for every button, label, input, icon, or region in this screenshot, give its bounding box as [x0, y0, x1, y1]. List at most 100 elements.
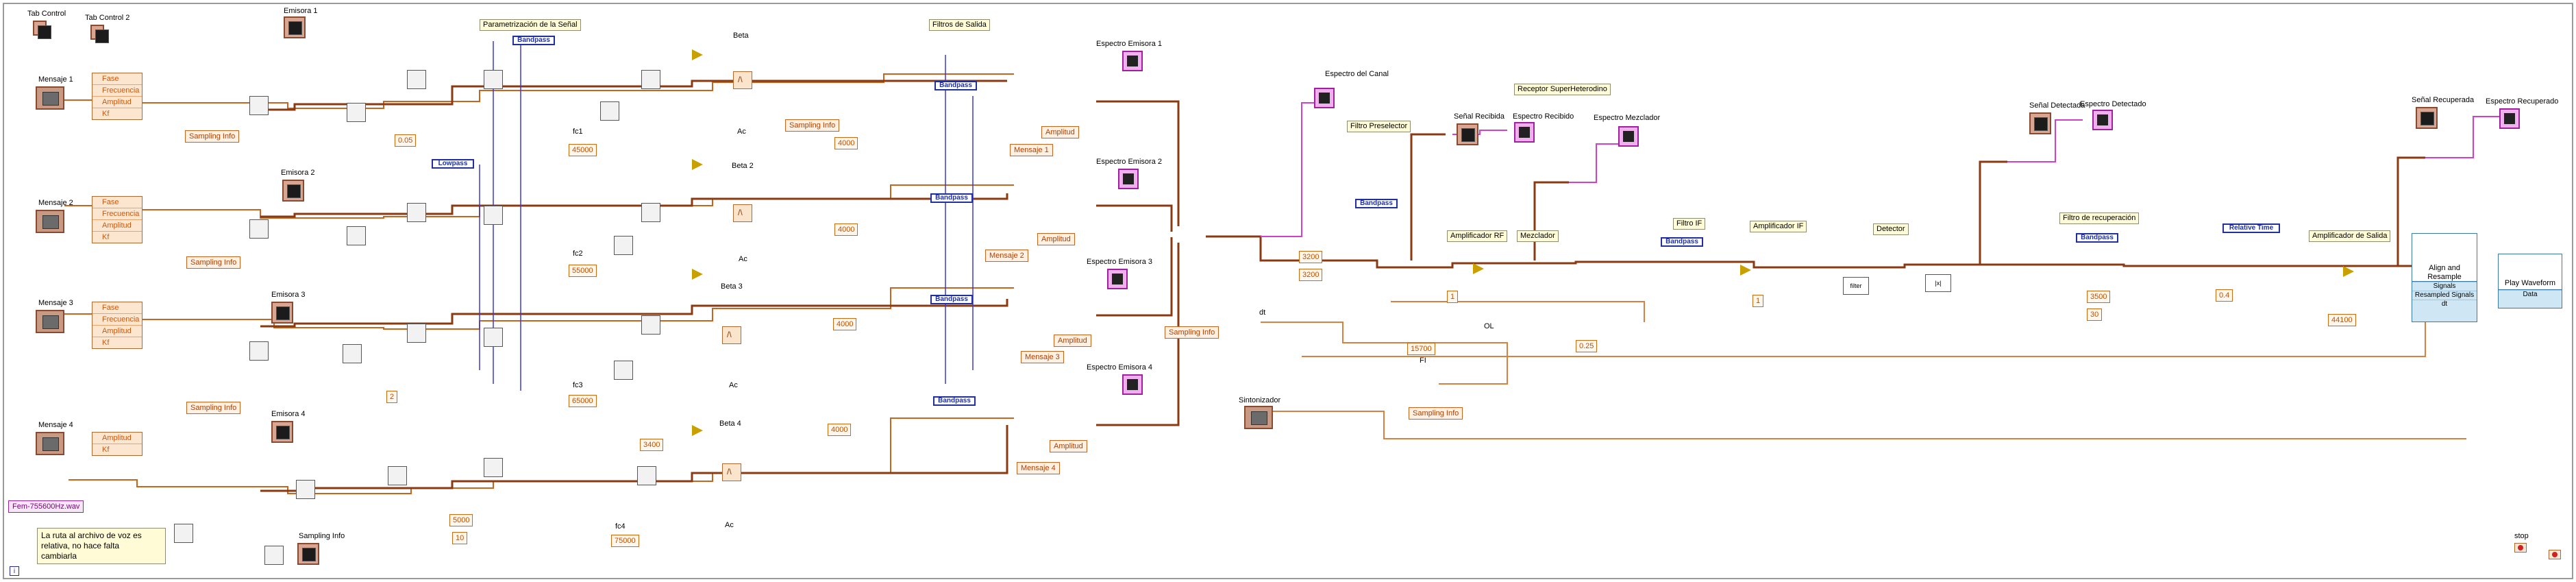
sampling-info-ref-4[interactable]: Sampling Info: [785, 119, 839, 132]
sampling-info-ref-6[interactable]: Sampling Info: [1409, 407, 1463, 420]
amplitud-ref-3[interactable]: Amplitud: [1054, 335, 1091, 347]
tab-control-2-terminal[interactable]: [90, 25, 104, 40]
message-1-control[interactable]: [36, 86, 64, 110]
emitter-1-graph[interactable]: [284, 16, 306, 38]
filter-type-bandpass-if[interactable]: Bandpass: [1661, 237, 1703, 247]
vi-block[interactable]: [637, 466, 656, 485]
vi-block[interactable]: [264, 546, 284, 565]
align-resample-vi[interactable]: Align and Resample Signals Resampled Sig…: [2412, 233, 2477, 322]
const-75000[interactable]: 75000: [611, 535, 639, 547]
const-04[interactable]: 0.4: [2216, 289, 2233, 302]
recovered-signal-graph[interactable]: [2416, 107, 2438, 129]
const-1[interactable]: 1: [1447, 291, 1458, 303]
stop-button[interactable]: [2514, 543, 2527, 553]
beta-3-block[interactable]: [722, 326, 741, 344]
filter-type-bandpass-recovery[interactable]: Bandpass: [2076, 233, 2118, 243]
beta-2-block[interactable]: [733, 204, 752, 222]
const-15700[interactable]: 15700: [1407, 343, 1435, 355]
vi-block[interactable]: [407, 203, 426, 222]
amplitud-ref-1[interactable]: Amplitud: [1041, 126, 1079, 138]
vi-block[interactable]: [641, 315, 660, 335]
abs-node[interactable]: |x|: [1925, 274, 1951, 292]
emitter-2-graph[interactable]: [282, 180, 304, 202]
recovered-spectrum-graph[interactable]: [2499, 108, 2520, 129]
vi-block[interactable]: [484, 328, 503, 347]
vi-block[interactable]: [347, 226, 366, 245]
message-ref-3[interactable]: Mensaje 3: [1021, 351, 1064, 363]
vi-block[interactable]: [614, 236, 633, 255]
amplitud-ref-4[interactable]: Amplitud: [1050, 440, 1087, 452]
const-2[interactable]: 2: [386, 391, 397, 403]
message-3-control[interactable]: [36, 310, 64, 333]
message-2-control[interactable]: [36, 210, 64, 233]
message-ref-2[interactable]: Mensaje 2: [985, 250, 1028, 262]
tuner-control[interactable]: [1244, 406, 1273, 429]
received-spectrum-graph[interactable]: [1514, 122, 1535, 143]
message-ref-4[interactable]: Mensaje 4: [1017, 462, 1060, 474]
filter-type-bandpass-2[interactable]: Bandpass: [934, 81, 977, 90]
const-3200-1[interactable]: 3200: [1299, 251, 1322, 263]
detected-signal-graph[interactable]: [2029, 112, 2051, 134]
spectrum-1-graph[interactable]: [1122, 51, 1143, 71]
const-55000[interactable]: 55000: [569, 265, 597, 277]
mixer-spectrum-graph[interactable]: [1618, 126, 1639, 147]
sampling-info-indicator[interactable]: [297, 543, 319, 565]
bundle-1[interactable]: FaseFrecuenciaAmplitudKf: [92, 73, 143, 120]
amplitud-ref-2[interactable]: Amplitud: [1037, 233, 1075, 245]
sampling-info-ref-1[interactable]: Sampling Info: [185, 130, 239, 143]
const-4000-3[interactable]: 4000: [833, 318, 856, 330]
message-ref-1[interactable]: Mensaje 1: [1010, 144, 1053, 156]
const-45000[interactable]: 45000: [569, 144, 597, 156]
vi-block[interactable]: [296, 480, 315, 499]
loop-stop-terminal[interactable]: [2549, 550, 2561, 559]
vi-block[interactable]: [249, 219, 269, 239]
const-65000[interactable]: 65000: [569, 395, 597, 407]
align-dt-terminal[interactable]: dt: [2412, 300, 2477, 308]
spectrum-4-graph[interactable]: [1122, 374, 1143, 395]
spectrum-2-graph[interactable]: [1118, 169, 1139, 189]
spectrum-3-graph[interactable]: [1107, 269, 1128, 289]
channel-spectrum-graph[interactable]: [1314, 88, 1335, 108]
vi-block[interactable]: [407, 70, 426, 89]
filter-node[interactable]: filter: [1843, 277, 1869, 295]
emitter-4-graph[interactable]: [271, 421, 293, 443]
vi-block[interactable]: [484, 70, 503, 89]
vi-block[interactable]: [343, 344, 362, 363]
filter-type-bandpass-1[interactable]: Bandpass: [512, 36, 555, 45]
const-005[interactable]: 0.05: [395, 134, 416, 147]
play-waveform-vi[interactable]: Play Waveform Data: [2498, 254, 2562, 308]
vi-block[interactable]: [407, 324, 426, 343]
filter-type-bandpass-5[interactable]: Bandpass: [933, 396, 976, 406]
beta-4-block[interactable]: [722, 463, 741, 481]
const-3400[interactable]: 3400: [640, 439, 663, 451]
align-signals-terminal[interactable]: Signals: [2412, 282, 2477, 291]
sampling-info-ref-3[interactable]: Sampling Info: [186, 402, 240, 414]
const-30[interactable]: 30: [2087, 308, 2102, 321]
vi-block[interactable]: [641, 203, 660, 222]
beta-1-block[interactable]: [733, 71, 752, 89]
sampling-info-ref-5[interactable]: Sampling Info: [1165, 326, 1219, 339]
relative-time-selector[interactable]: Relative Time: [2222, 223, 2280, 233]
wav-file-path[interactable]: Fem-755600Hz.wav: [8, 500, 84, 513]
const-1b[interactable]: 1: [1753, 295, 1763, 307]
const-4000-1[interactable]: 4000: [834, 137, 858, 149]
vi-block[interactable]: [484, 458, 503, 477]
play-data-terminal[interactable]: Data: [2499, 290, 2562, 299]
sampling-info-ref-2[interactable]: Sampling Info: [186, 256, 240, 269]
vi-block[interactable]: [249, 96, 269, 115]
vi-block[interactable]: [614, 361, 633, 380]
const-025[interactable]: 0.25: [1576, 340, 1597, 352]
bundle-3[interactable]: FaseFrecuenciaAmplitudKf: [92, 302, 143, 349]
filter-type-bandpass-preselector[interactable]: Bandpass: [1355, 199, 1398, 208]
detected-spectrum-graph[interactable]: [2092, 110, 2113, 130]
vi-block[interactable]: [249, 341, 269, 361]
filter-type-bandpass-3[interactable]: Bandpass: [930, 193, 973, 203]
bundle-4[interactable]: AmplitudKf: [92, 432, 143, 456]
const-4000-4[interactable]: 4000: [828, 424, 851, 436]
const-10[interactable]: 10: [452, 532, 467, 544]
const-3200-2[interactable]: 3200: [1299, 269, 1322, 281]
vi-block[interactable]: [641, 70, 660, 89]
tab-control-terminal[interactable]: [33, 21, 47, 36]
filter-type-lowpass[interactable]: Lowpass: [432, 159, 474, 169]
const-4000-2[interactable]: 4000: [834, 223, 858, 236]
